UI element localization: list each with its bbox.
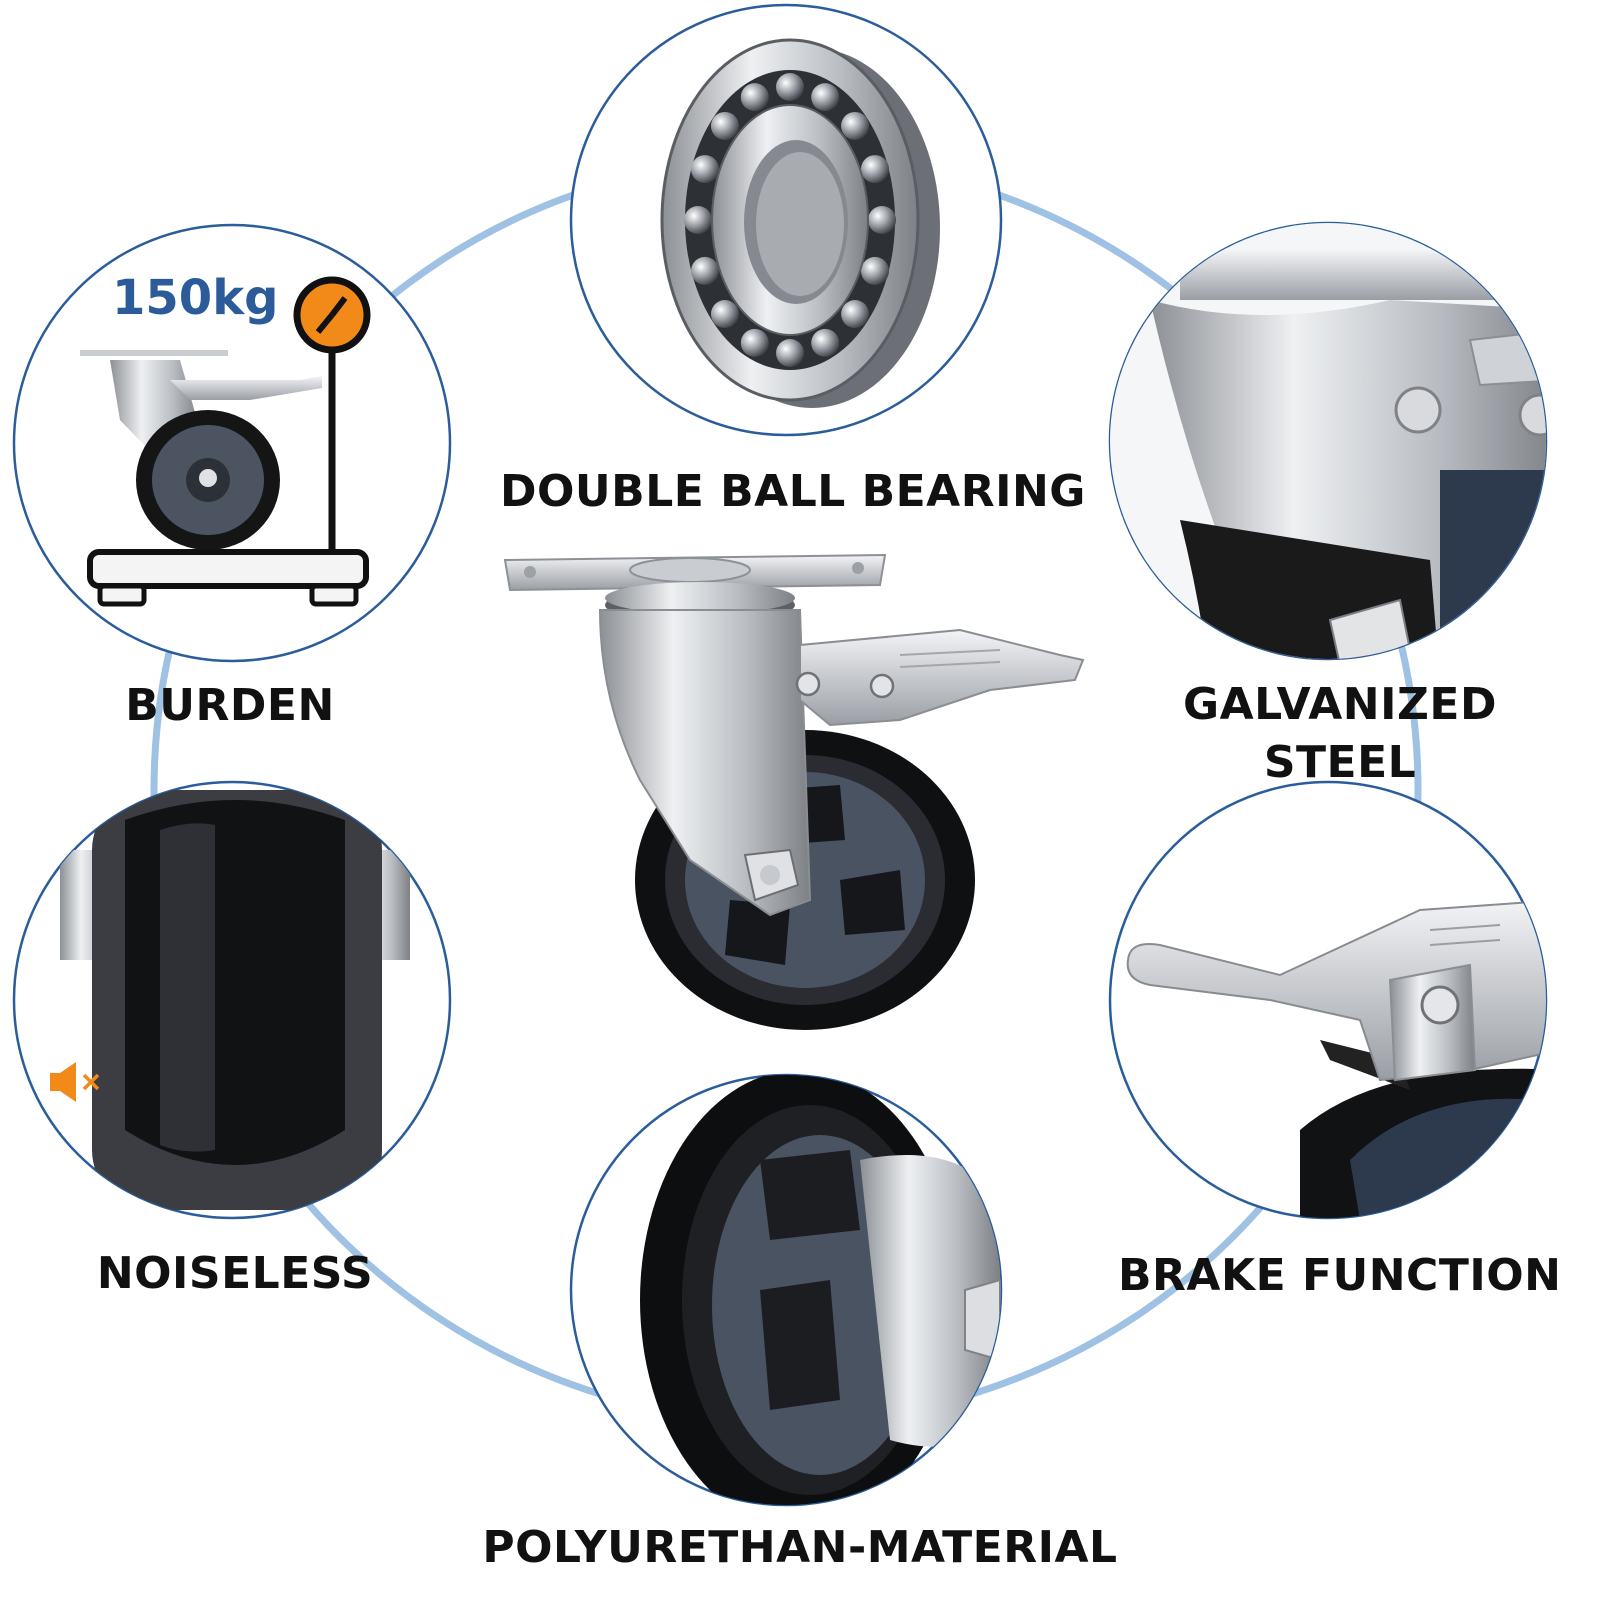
scale-icon (80, 276, 371, 607)
mini-caster-icon (80, 350, 322, 550)
bearing-ball (740, 328, 769, 357)
bearing-ball (811, 83, 840, 112)
brake-circle (1108, 780, 1548, 1220)
polyurethane-circle (569, 1073, 1003, 1507)
bearing-ball (776, 73, 804, 101)
bearing-ball (860, 155, 889, 184)
wheel-icon (640, 1075, 1001, 1505)
bearing-ball (811, 328, 840, 357)
weight-capacity-label: 150kg (112, 270, 279, 326)
bearing-circle (569, 3, 1003, 437)
central-caster-image (503, 553, 1085, 1030)
wheel-front-view (60, 790, 410, 1210)
ball-bearing-icon (660, 38, 940, 408)
bearing-ball (684, 206, 712, 234)
bearing-ball (841, 300, 870, 329)
galvanized-label-line1: GALVANIZED (1183, 679, 1497, 730)
bearing-ball (691, 155, 720, 184)
bearing-ball (710, 300, 739, 329)
noiseless-circle (12, 780, 452, 1220)
bearing-ball (710, 111, 739, 140)
galvanized-feature-label: GALVANIZED STEEL (1170, 676, 1510, 792)
bearing-ball (868, 206, 896, 234)
noiseless-feature-label: NOISELESS (96, 1248, 374, 1299)
polyurethane-feature-label: POLYURETHAN-MATERIAL (482, 1522, 1118, 1573)
burden-feature-label: BURDEN (125, 680, 335, 731)
bearing-ball (776, 339, 804, 367)
brake-feature-label: BRAKE FUNCTION (1118, 1250, 1562, 1301)
bearing-ball (841, 111, 870, 140)
galvanized-circle (1108, 221, 1548, 661)
steel-bracket-icon (1110, 223, 1546, 659)
bearing-ball (740, 83, 769, 112)
bearing-feature-label: DOUBLE BALL BEARING (500, 466, 1086, 517)
speaker-mute-icon (50, 1062, 100, 1102)
bearing-ball (860, 256, 889, 285)
galvanized-label-line2: STEEL (1263, 737, 1417, 788)
bearing-ball (691, 256, 720, 285)
burden-circle (12, 223, 452, 663)
